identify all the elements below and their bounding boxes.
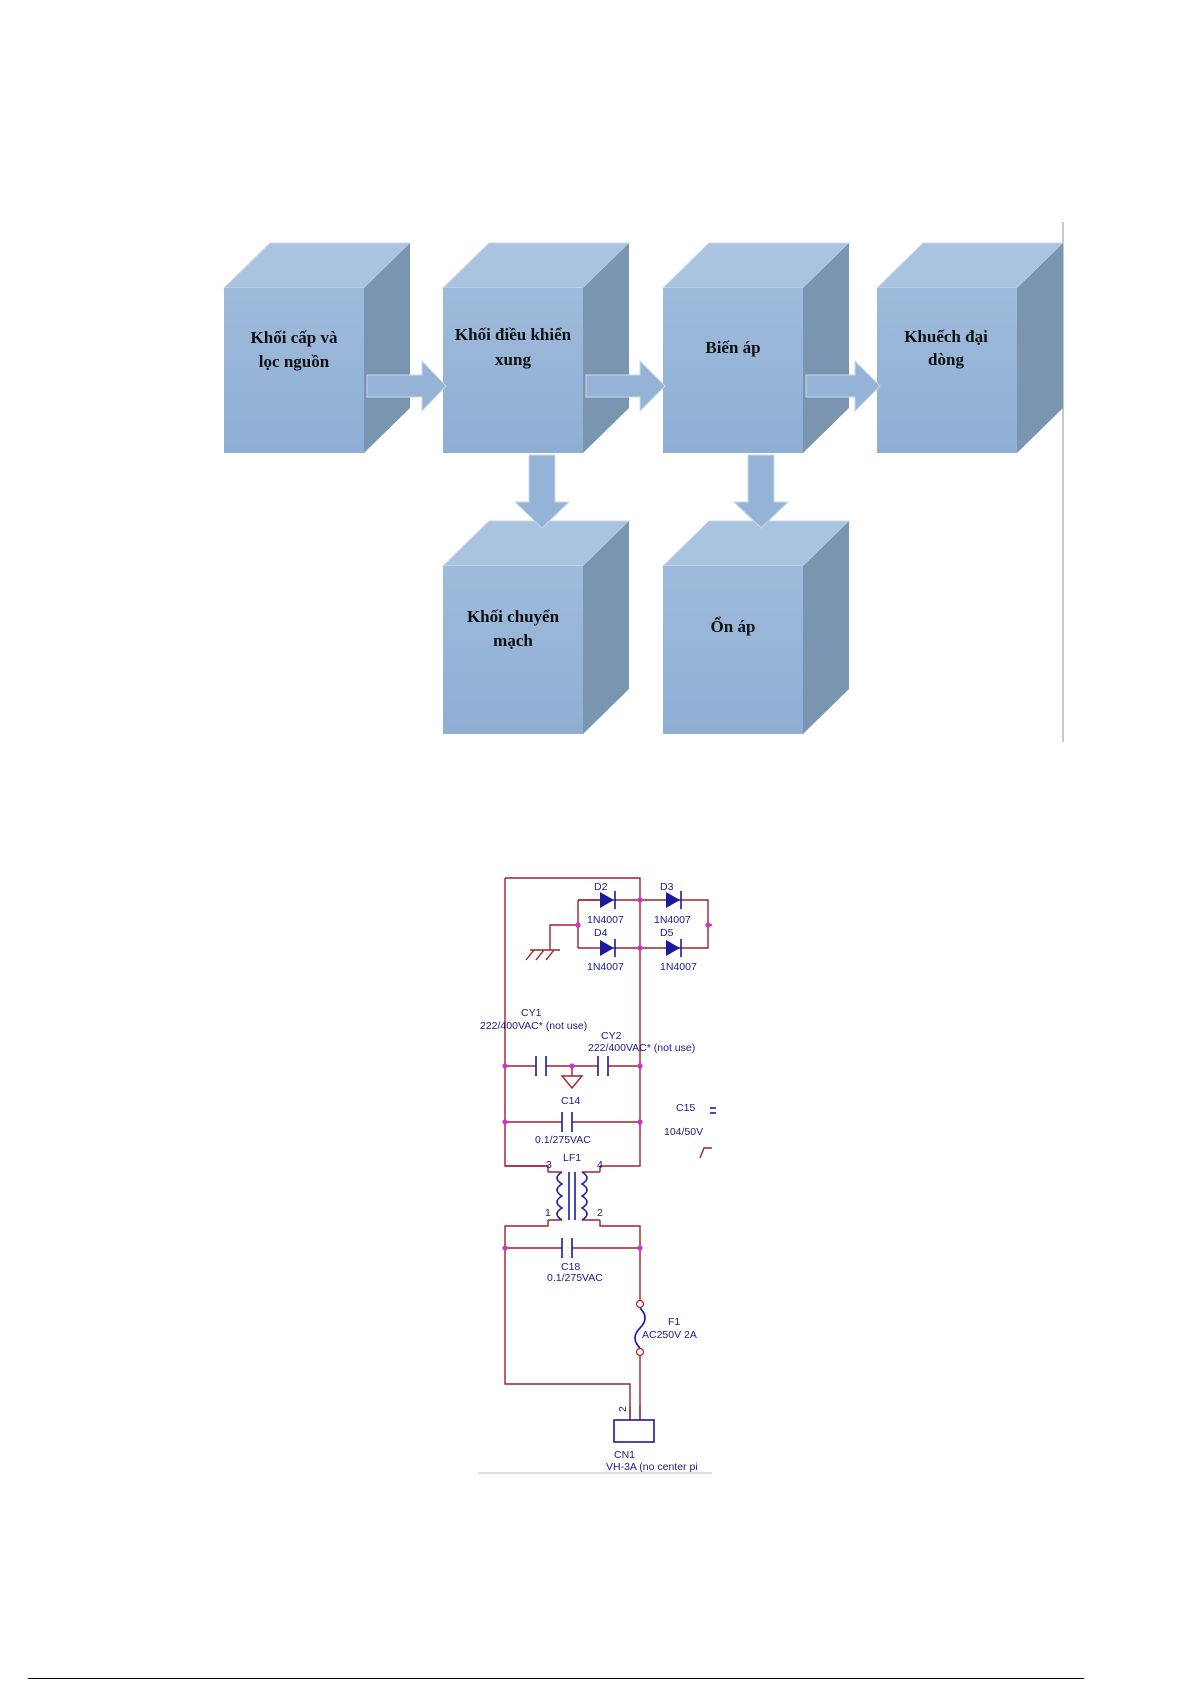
label-d4: D4: [594, 927, 608, 939]
label-lf1: LF1: [563, 1152, 581, 1164]
label-c14: C14: [561, 1095, 580, 1107]
label-d2: D2: [594, 881, 608, 893]
diode-d3: [666, 891, 681, 909]
diode-d4: [600, 939, 615, 957]
label-c18-value: 0.1/275VAC: [547, 1272, 603, 1284]
label-lf1-pin3: 3: [546, 1159, 552, 1171]
label-c15-value: 104/50V: [664, 1126, 703, 1138]
diode-d5: [666, 939, 681, 957]
label-d4-part: 1N4007: [587, 961, 624, 973]
fuse-f1: [635, 1301, 645, 1421]
label-d2-part: 1N4007: [587, 914, 624, 926]
label-f1-value: AC250V 2A: [642, 1329, 697, 1341]
label-lf1-pin2: 2: [597, 1207, 603, 1219]
page-bottom-rule: [28, 1678, 1084, 1679]
label-d3: D3: [660, 881, 674, 893]
label-c14-value: 0.1/275VAC: [535, 1134, 591, 1146]
diode-d2: [578, 891, 615, 909]
capacitor-c18: [562, 1238, 572, 1258]
capacitor-cy1: [536, 1056, 546, 1076]
label-cn1-value: VH-3A (no center pi: [606, 1461, 698, 1473]
label-f1: F1: [668, 1316, 680, 1328]
label-d5: D5: [660, 927, 674, 939]
label-cn1: CN1: [614, 1449, 635, 1461]
label-cy1-value: 222/400VAC* (not use): [480, 1020, 587, 1032]
label-d3-part: 1N4007: [654, 914, 691, 926]
label-cn1-pin2: 2: [617, 1406, 629, 1412]
label-lf1-pin4: 4: [597, 1159, 603, 1171]
label-cy2: CY2: [601, 1030, 622, 1042]
label-d5-part: 1N4007: [660, 961, 697, 973]
label-cy1: CY1: [521, 1007, 542, 1019]
chassis-ground-icon: [526, 948, 560, 960]
capacitor-cy2: [598, 1056, 608, 1076]
wire-bridge-ground: [550, 925, 578, 948]
label-lf1-pin1: 1: [545, 1207, 551, 1219]
label-cy2-value: 222/400VAC* (not use): [588, 1042, 695, 1054]
inductor-lf1: [505, 1166, 600, 1220]
label-c15: C15: [676, 1102, 695, 1114]
capacitor-c14: [562, 1112, 572, 1132]
earth-ground-icon: [562, 1066, 582, 1088]
